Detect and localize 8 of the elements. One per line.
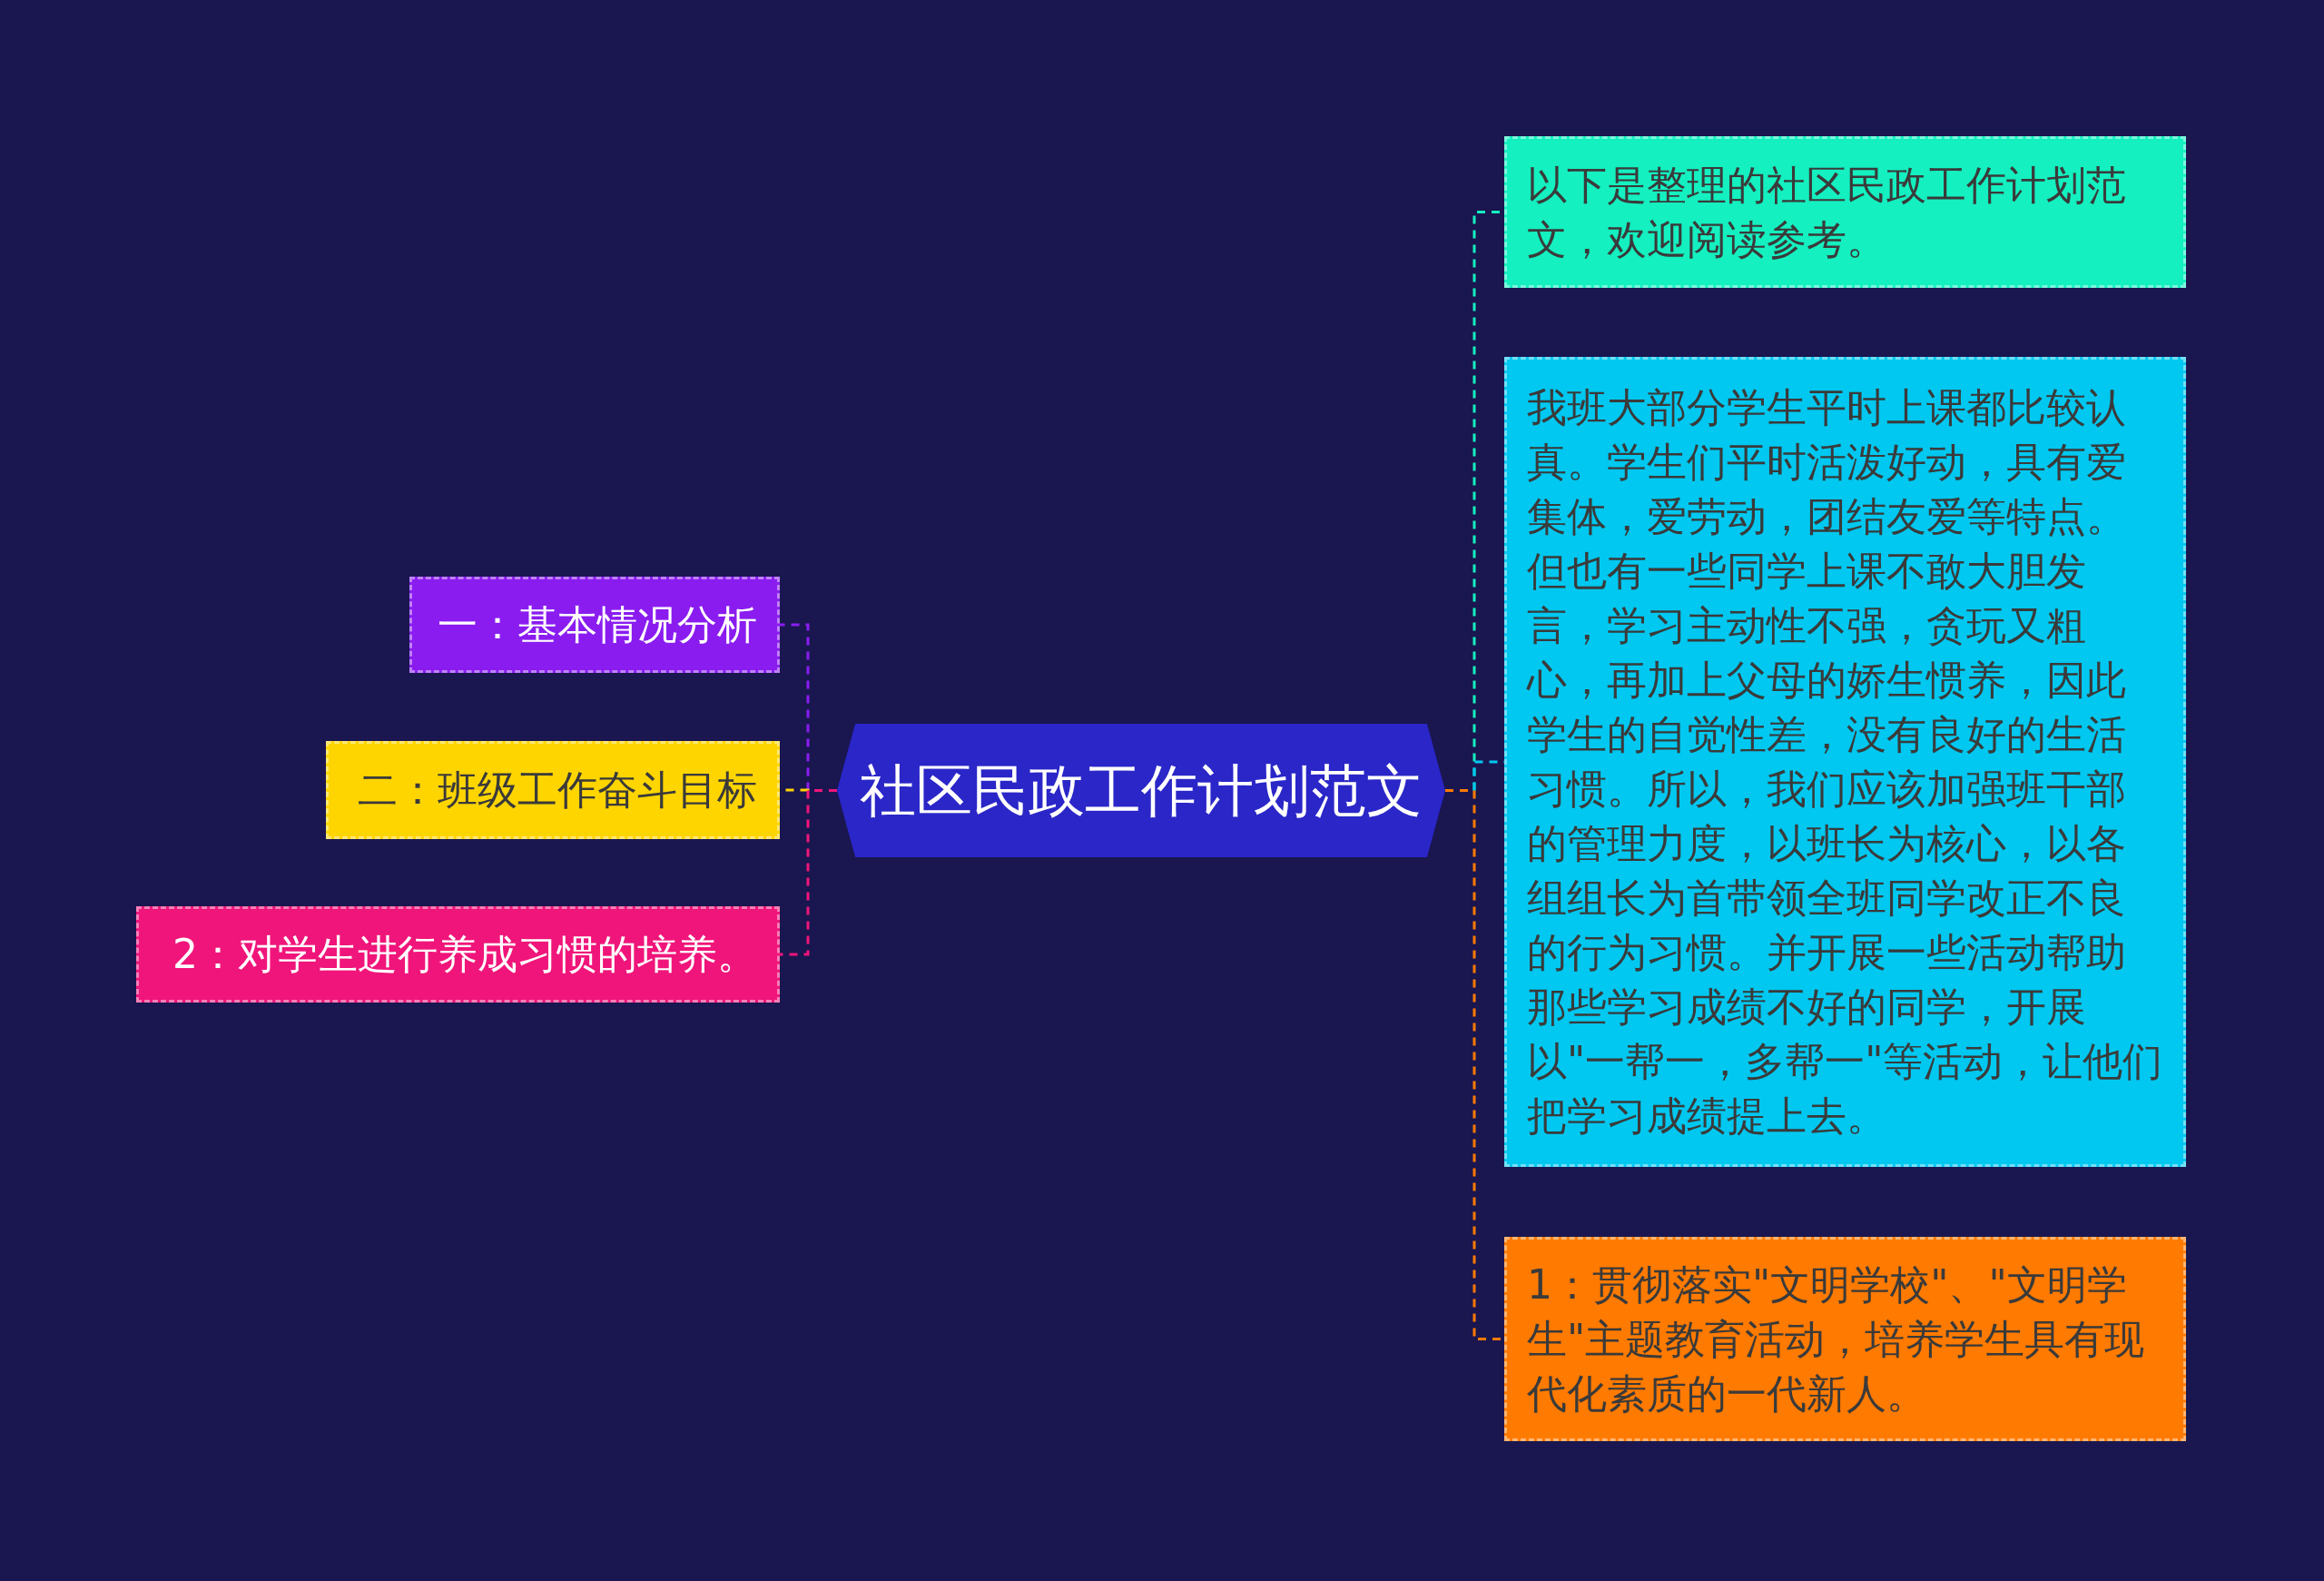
topic-box: 1：贯彻落实"文明学校"、"文明学生"主题教育活动，培养学生具有现代化素质的一代新人。 <box>1504 1237 2186 1441</box>
topic-box: 二：班级工作奋斗目标 <box>326 741 780 839</box>
topic-box: 2：对学生进行养成习惯的培养。 <box>136 906 780 1003</box>
connector-line <box>780 789 837 956</box>
topic-box: 一：基本情况分析 <box>409 577 780 673</box>
topic-box: 我班大部分学生平时上课都比较认真。学生们平时活泼好动，具有爱集体，爱劳动，团结友爱等特点。但也有一些同学上课不敢大胆发言，学习主动性不强，贪玩又粗心，再加上父母的娇生惯养，因此学生的自觉性差，没有良好的生活习惯。所以，我们应该加强班干部的管理力度，以班长为核心，以各组组长为首带领全班同学改正不良的行为习惯。并开展一些活动帮助那些学习成绩不好的同学，开展以"一帮一，多帮一"等活动，让他们把学习成绩提上去。 <box>1504 357 2186 1167</box>
topic-box: 以下是整理的社区民政工作计划范文，欢迎阅读参考。 <box>1504 136 2186 288</box>
topic-hexagon: 社区民政工作计划范文 <box>837 724 1445 857</box>
